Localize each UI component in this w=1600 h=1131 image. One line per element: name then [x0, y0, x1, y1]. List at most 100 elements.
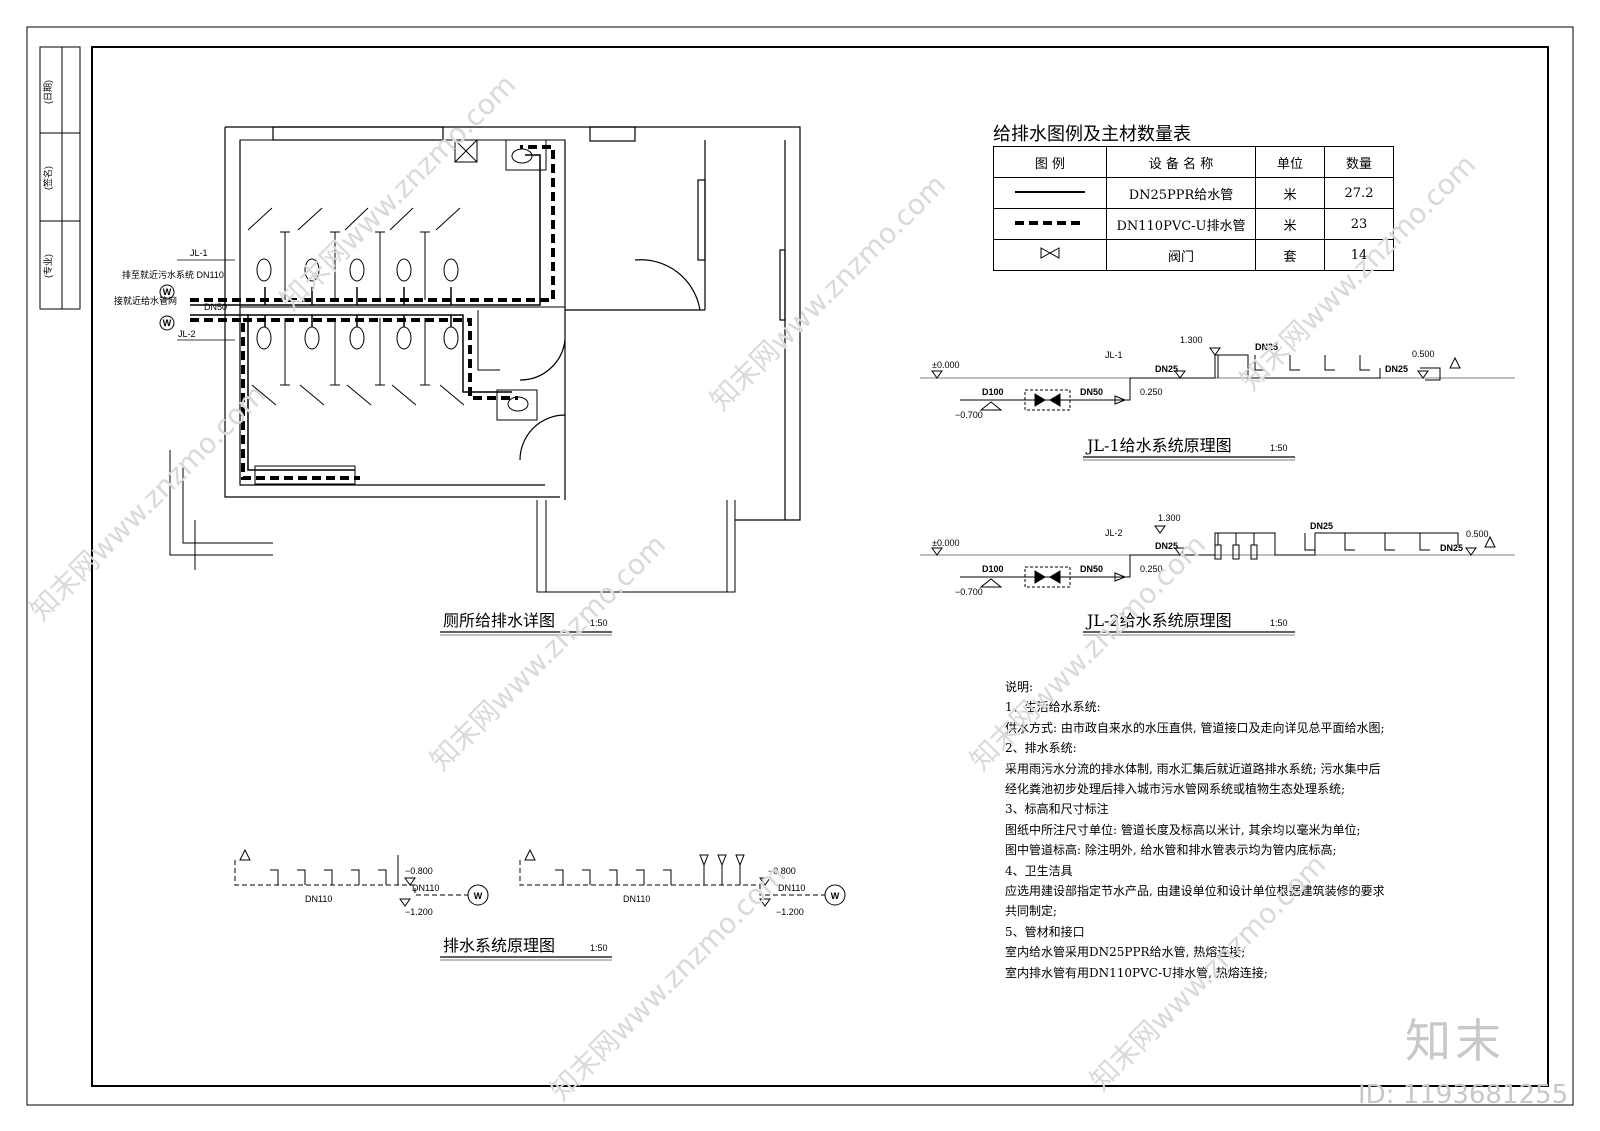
legend-unit: 套 — [1255, 239, 1325, 271]
plan-water-label: 接就近给水管网 — [114, 295, 177, 306]
jl2-zero: ±0.000 — [932, 538, 959, 548]
jl2-neg: −0.700 — [955, 587, 983, 597]
legend-unit: 米 — [1255, 208, 1325, 240]
window-left — [272, 126, 444, 141]
drain-diagram-right — [519, 848, 825, 907]
drain-left-e0800: −0.800 — [405, 866, 433, 876]
note-line: 1、生活给水系统: — [1005, 700, 1101, 715]
note-line: 供水方式: 由市政自来水的水压直供, 管道接口及走向详见总平面给水图; — [1005, 720, 1385, 735]
jl1-dn25a: DN25 — [1155, 364, 1178, 374]
jl1-e0500: 0.500 — [1412, 349, 1435, 359]
legend-title: 给排水图例及主材数量表 — [993, 124, 1191, 145]
jl1-dn25b: DN25 — [1255, 342, 1278, 352]
drain-left-dn110: DN110 — [305, 894, 332, 904]
legend-name: 阀门 — [1106, 239, 1256, 271]
jl2-diagram — [920, 525, 1515, 588]
jl1-diagram — [920, 347, 1515, 411]
drain-right-dn110: DN110 — [623, 894, 650, 904]
note-line: 采用雨污水分流的排水体制, 雨水汇集后就近道路排水系统; 污水集中后 — [1005, 761, 1381, 776]
plan-jl2-label: JL-2 — [178, 329, 196, 339]
note-line: 图纸中所注尺寸单位: 管道长度及标高以米计, 其余均以毫米为单位; — [1005, 822, 1361, 837]
drain-title: 排水系统原理图 — [443, 936, 555, 955]
legend-name: DN25PPR给水管 — [1106, 177, 1256, 209]
legend-header-row: 图 例 设 备 名 称 单位 数量 — [993, 146, 1394, 178]
note-line: 室内排水管有用DN110PVC-U排水管, 热熔连接; — [1005, 965, 1268, 980]
jl2-d100: D100 — [982, 564, 1004, 574]
plan-water-pipe — [190, 154, 541, 471]
legend-row: DN110PVC-U排水管 米 23 — [993, 208, 1394, 240]
note-line: 3、标高和尺寸标注 — [1005, 802, 1109, 817]
plan-dn50-label: DN50 — [204, 302, 227, 312]
toilet-plan — [169, 126, 801, 593]
plan-jl1-label: JL-1 — [190, 248, 208, 258]
note-line: 说明: — [1005, 680, 1034, 694]
note-line: 5、管材和接口 — [1005, 924, 1085, 939]
jl1-e1300: 1.300 — [1180, 335, 1203, 345]
title-block-sign: (签名) — [42, 166, 53, 190]
legend-qty: 23 — [1324, 208, 1394, 240]
plan-sewage-label: 排至就近污水系统 DN110 — [122, 269, 224, 280]
outer-border — [26, 26, 1574, 1106]
drain-right-dn110b: DN110 — [778, 883, 805, 893]
jl1-title: JL-1给水系统原理图 — [1085, 436, 1232, 455]
legend-unit: 米 — [1255, 177, 1325, 209]
note-line: 图中管道标高: 除注明外, 给水管和排水管表示均为管内底标高; — [1005, 843, 1337, 858]
jl1-e0250: 0.250 — [1140, 387, 1163, 397]
title-block-major: (专业) — [42, 254, 53, 278]
note-line: 经化粪池初步处理后排入城市污水管网系统或植物生态处理系统; — [1005, 782, 1346, 797]
jl1-dn50: DN50 — [1080, 387, 1103, 397]
notes-block: 说明: 1、生活给水系统: 供水方式: 由市政自来水的水压直供, 管道接口及走向详见… — [1005, 677, 1435, 983]
jl1-neg: −0.700 — [955, 410, 983, 420]
drain-right-e0800: −0.800 — [768, 866, 796, 876]
w-marker-1 — [159, 284, 175, 300]
legend-symbol-dashed — [993, 208, 1107, 240]
legend-qty: 14 — [1324, 239, 1394, 271]
jl2-title: JL-2给水系统原理图 — [1085, 611, 1232, 630]
note-line: 室内给水管采用DN25PPR给水管, 热熔连接; — [1005, 945, 1246, 960]
jl2-dn25b: DN25 — [1310, 521, 1333, 531]
drain-left-e1200: −1.200 — [405, 907, 433, 917]
legend-row: DN25PPR给水管 米 27.2 — [993, 177, 1394, 209]
jl1-scale: 1:50 — [1270, 443, 1288, 453]
jl2-e1300: 1.300 — [1158, 513, 1181, 523]
window-top — [589, 126, 636, 142]
jl2-e0250: 0.250 — [1140, 564, 1163, 574]
w-marker-2 — [159, 315, 175, 331]
legend-header-symbol: 图 例 — [993, 146, 1107, 178]
legend-qty: 27.2 — [1324, 177, 1394, 209]
jl2-dn25c: DN25 — [1440, 543, 1463, 553]
drain-w-right — [824, 884, 846, 906]
legend-header-name: 设 备 名 称 — [1106, 146, 1256, 178]
plan-scale: 1:50 — [590, 618, 608, 628]
note-line: 应选用建设部指定节水产品, 由建设单位和设计单位根据建筑装修的要求 — [1005, 884, 1385, 899]
drain-w-left — [467, 884, 489, 906]
shaft-box — [454, 139, 478, 163]
legend-symbol-solid — [993, 177, 1107, 209]
jl2-dn25a: DN25 — [1155, 541, 1178, 551]
legend-name: DN110PVC-U排水管 — [1106, 208, 1256, 240]
jl1-dn25c: DN25 — [1385, 364, 1408, 374]
w-label-1: W — [163, 287, 172, 297]
legend-row: 阀门 套 14 — [993, 239, 1394, 271]
inner-frame — [91, 46, 1549, 1087]
title-block — [39, 46, 81, 310]
legend-header-unit: 单位 — [1255, 146, 1325, 178]
jl2-dn50: DN50 — [1080, 564, 1103, 574]
legend-table: 图 例 设 备 名 称 单位 数量 DN25PPR给水管 米 27.2 DN11… — [993, 146, 1394, 271]
drain-left-dn110b: DN110 — [412, 883, 439, 893]
plan-drain-pipe — [190, 145, 555, 480]
plan-title: 厕所给排水详图 — [443, 611, 555, 630]
id-label: ID: 1193681255 — [1358, 1080, 1569, 1110]
note-line: 共同制定; — [1005, 904, 1058, 919]
valve-icon — [993, 239, 1107, 271]
note-line: 4、卫生洁具 — [1005, 863, 1073, 878]
drain-scale: 1:50 — [590, 943, 608, 953]
jl1-zero: ±0.000 — [932, 360, 959, 370]
drain-diagram-left — [234, 848, 468, 907]
brand-logo: 知末 — [1405, 1014, 1505, 1068]
title-block-date: (日期) — [43, 80, 53, 104]
jl2-scale: 1:50 — [1270, 618, 1288, 628]
w-label-2: W — [163, 318, 172, 328]
drain-w-right-label: W — [831, 891, 840, 901]
